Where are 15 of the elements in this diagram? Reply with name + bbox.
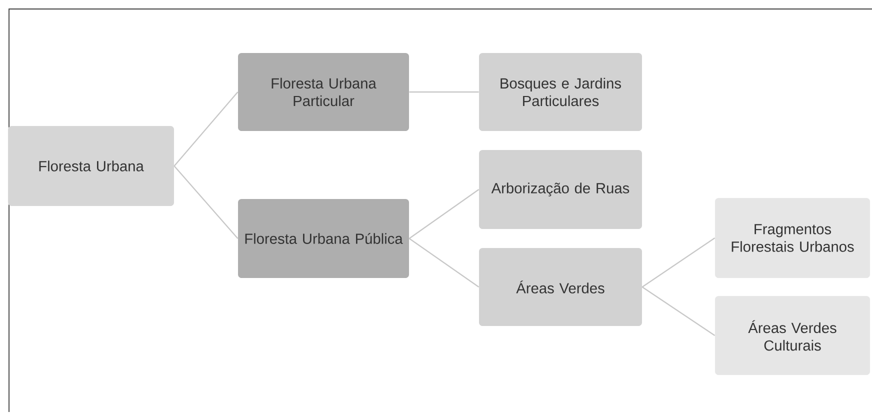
- category-box: Floresta Urbana Particular: [238, 53, 409, 131]
- category-box: Arborização de Ruas: [479, 150, 642, 229]
- category-box: Fragmentos Florestais Urbanos: [715, 198, 870, 278]
- category-box: Floresta Urbana Pública: [238, 198, 409, 278]
- category-box: Áreas Verdes: [479, 248, 642, 326]
- connector-line: [408, 238, 480, 288]
- category-box: Áreas Verdes Culturais: [715, 296, 870, 375]
- connector-line: [174, 166, 238, 239]
- category-box: Bosques e Jardins Particulares: [479, 53, 642, 131]
- connector-line: [408, 189, 480, 239]
- connector-line: [174, 92, 238, 166]
- connector-line: [409, 91, 479, 93]
- connector-line: [642, 286, 716, 336]
- connector-line: [642, 238, 716, 288]
- category-box: Floresta Urbana: [8, 126, 174, 206]
